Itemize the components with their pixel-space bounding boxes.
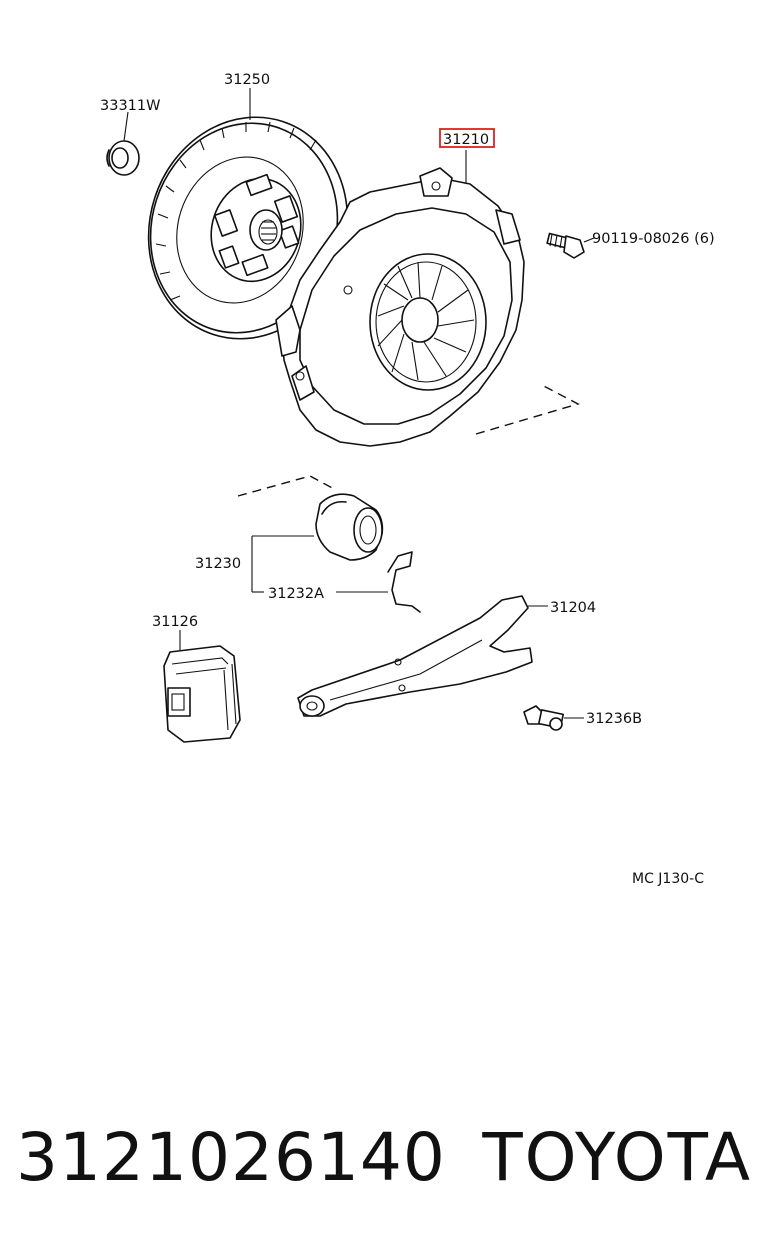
clutch-disc-drawing	[147, 88, 349, 340]
part-number: 3121026140	[16, 1119, 446, 1196]
callout-90119-08026: 90119-08026 (6)	[592, 231, 715, 247]
callout-31204: 31204	[550, 600, 596, 616]
hub-clip-drawing	[252, 551, 421, 613]
release-bearing-drawing	[237, 475, 384, 592]
fork-support-drawing	[523, 705, 584, 731]
clutch-cover-drawing	[275, 150, 580, 447]
fork-boot-drawing	[163, 630, 241, 743]
callout-33311W: 33311W	[100, 98, 160, 114]
footer: 3121026140 TOYOTA	[0, 1118, 768, 1208]
release-fork-drawing	[297, 595, 548, 717]
bolt-drawing	[546, 232, 595, 259]
callout-31210: 31210	[443, 132, 489, 148]
callout-31250: 31250	[224, 72, 270, 88]
brand-name: TOYOTA	[482, 1119, 752, 1196]
callout-31232A: 31232A	[268, 586, 324, 602]
reference-code: MC J130-C	[632, 871, 704, 887]
callout-31236B: 31236B	[586, 711, 642, 727]
callout-31230: 31230	[195, 556, 241, 572]
callout-31126: 31126	[152, 614, 198, 630]
highlight-box	[439, 128, 495, 148]
pilot-bearing-drawing	[106, 111, 140, 176]
clutch-parts-diagram: 33311W 31250 31210 90119-08026 (6) 31230…	[100, 72, 715, 887]
